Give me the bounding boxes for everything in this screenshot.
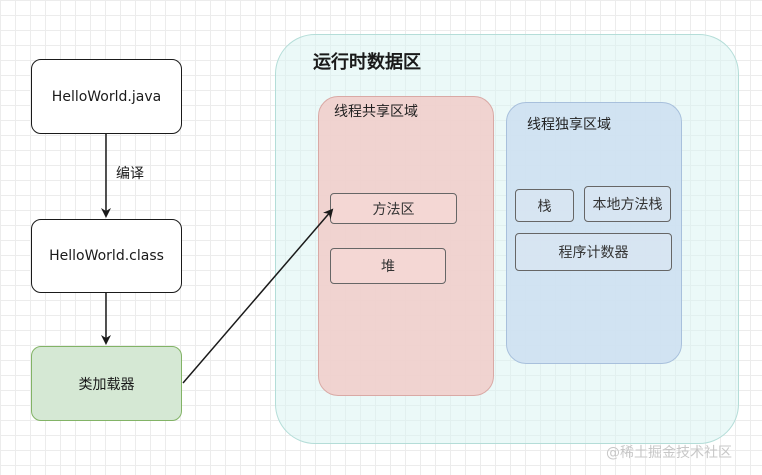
class-file-node: HelloWorld.class xyxy=(31,219,182,293)
stack-box: 栈 xyxy=(515,189,574,222)
program-counter-box: 程序计数器 xyxy=(515,233,672,271)
thread-private-area-title: 线程独享区域 xyxy=(527,117,611,133)
runtime-data-area-title: 运行时数据区 xyxy=(313,52,421,73)
source-file-node: HelloWorld.java xyxy=(31,59,182,134)
watermark: @稀土掘金技术社区 xyxy=(606,445,732,461)
heap-box: 堆 xyxy=(330,248,446,284)
thread-shared-area-title: 线程共享区域 xyxy=(334,104,418,120)
thread-shared-area xyxy=(318,96,494,396)
class-loader-node: 类加载器 xyxy=(31,346,182,421)
native-method-stack-box: 本地方法栈 xyxy=(584,186,671,222)
loader-to-method-area-arrow xyxy=(182,208,334,384)
method-area-box: 方法区 xyxy=(330,193,457,224)
compile-label: 编译 xyxy=(116,166,144,182)
